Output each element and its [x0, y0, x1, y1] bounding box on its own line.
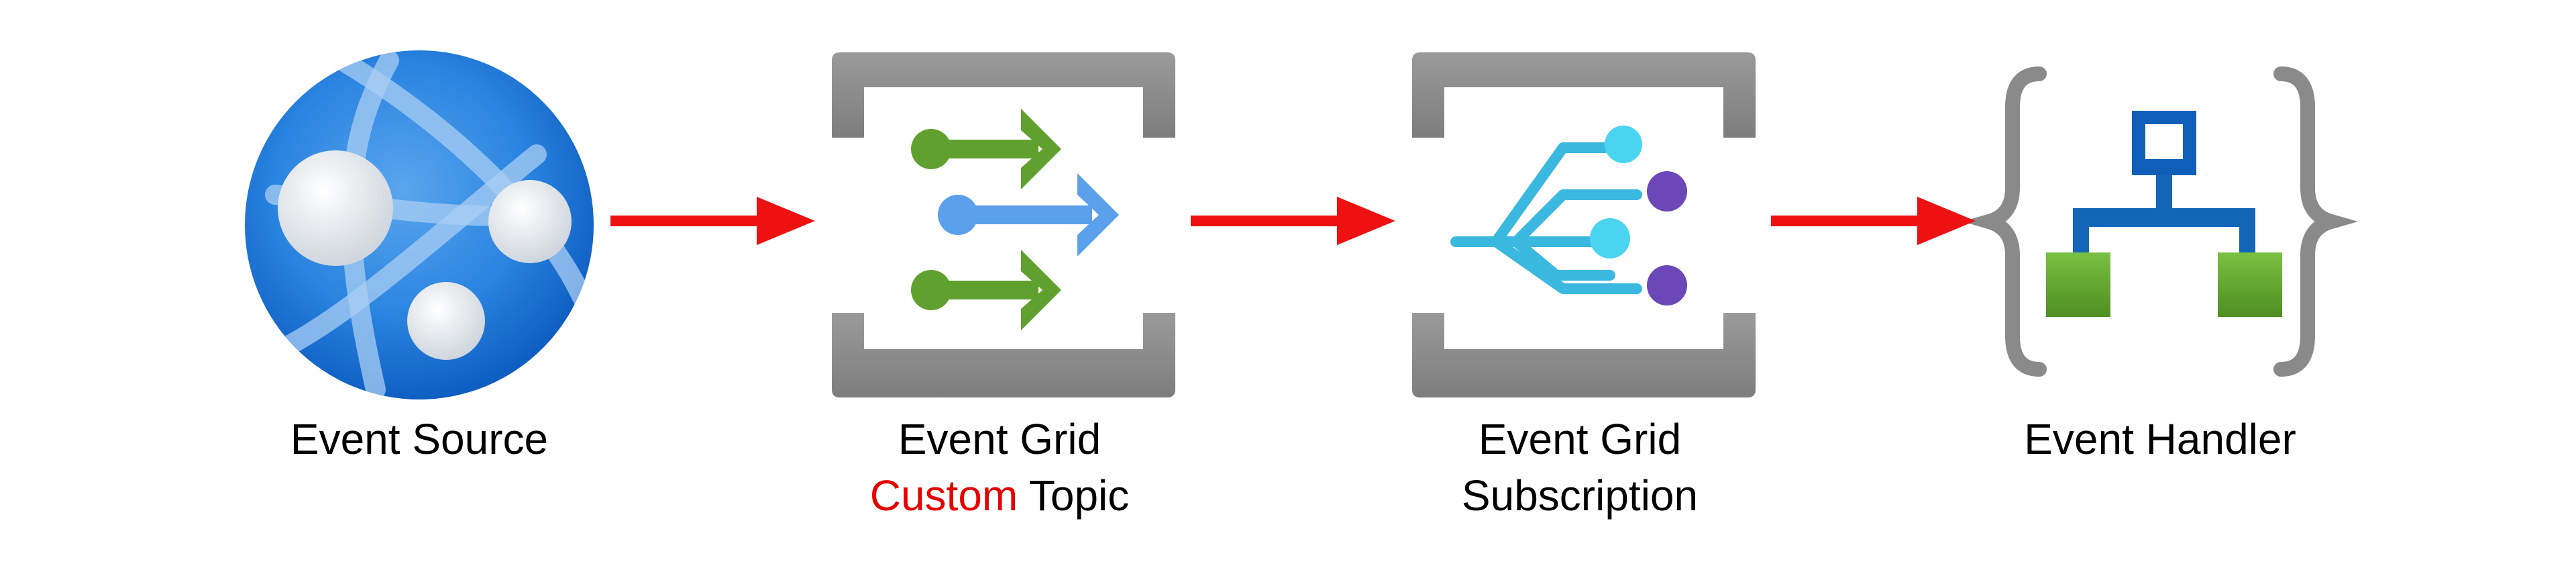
arrow-subscription-to-handler [1771, 197, 1976, 245]
event-grid-subscription-label: Event Grid Subscription [1462, 411, 1698, 524]
event-grid-subscription-label-line1: Event Grid [1478, 415, 1682, 463]
event-grid-topic-label: Event Grid Custom Topic [870, 411, 1130, 524]
topic-word: Topic [1018, 471, 1130, 520]
event-grid-topic-label-line2: Custom Topic [870, 467, 1130, 524]
event-handler-label-line: Event Handler [2024, 415, 2296, 463]
event-grid-topic-icon [832, 52, 1175, 397]
event-source-label: Event Source [290, 411, 548, 467]
event-handler-label: Event Handler [2024, 411, 2296, 467]
event-grid-subscription-icon [1412, 52, 1756, 397]
event-grid-topic-label-line1: Event Grid [898, 415, 1102, 463]
logic-app-handler-icon [1962, 66, 2358, 377]
custom-accent-word: Custom [869, 471, 1018, 520]
arrow-topic-to-subscription [1191, 197, 1395, 245]
event-source-label-line: Event Source [290, 415, 549, 463]
event-grid-subscription-label-line2: Subscription [1461, 471, 1699, 520]
app-service-globe-icon [245, 50, 594, 399]
arrow-source-to-topic [610, 197, 815, 245]
